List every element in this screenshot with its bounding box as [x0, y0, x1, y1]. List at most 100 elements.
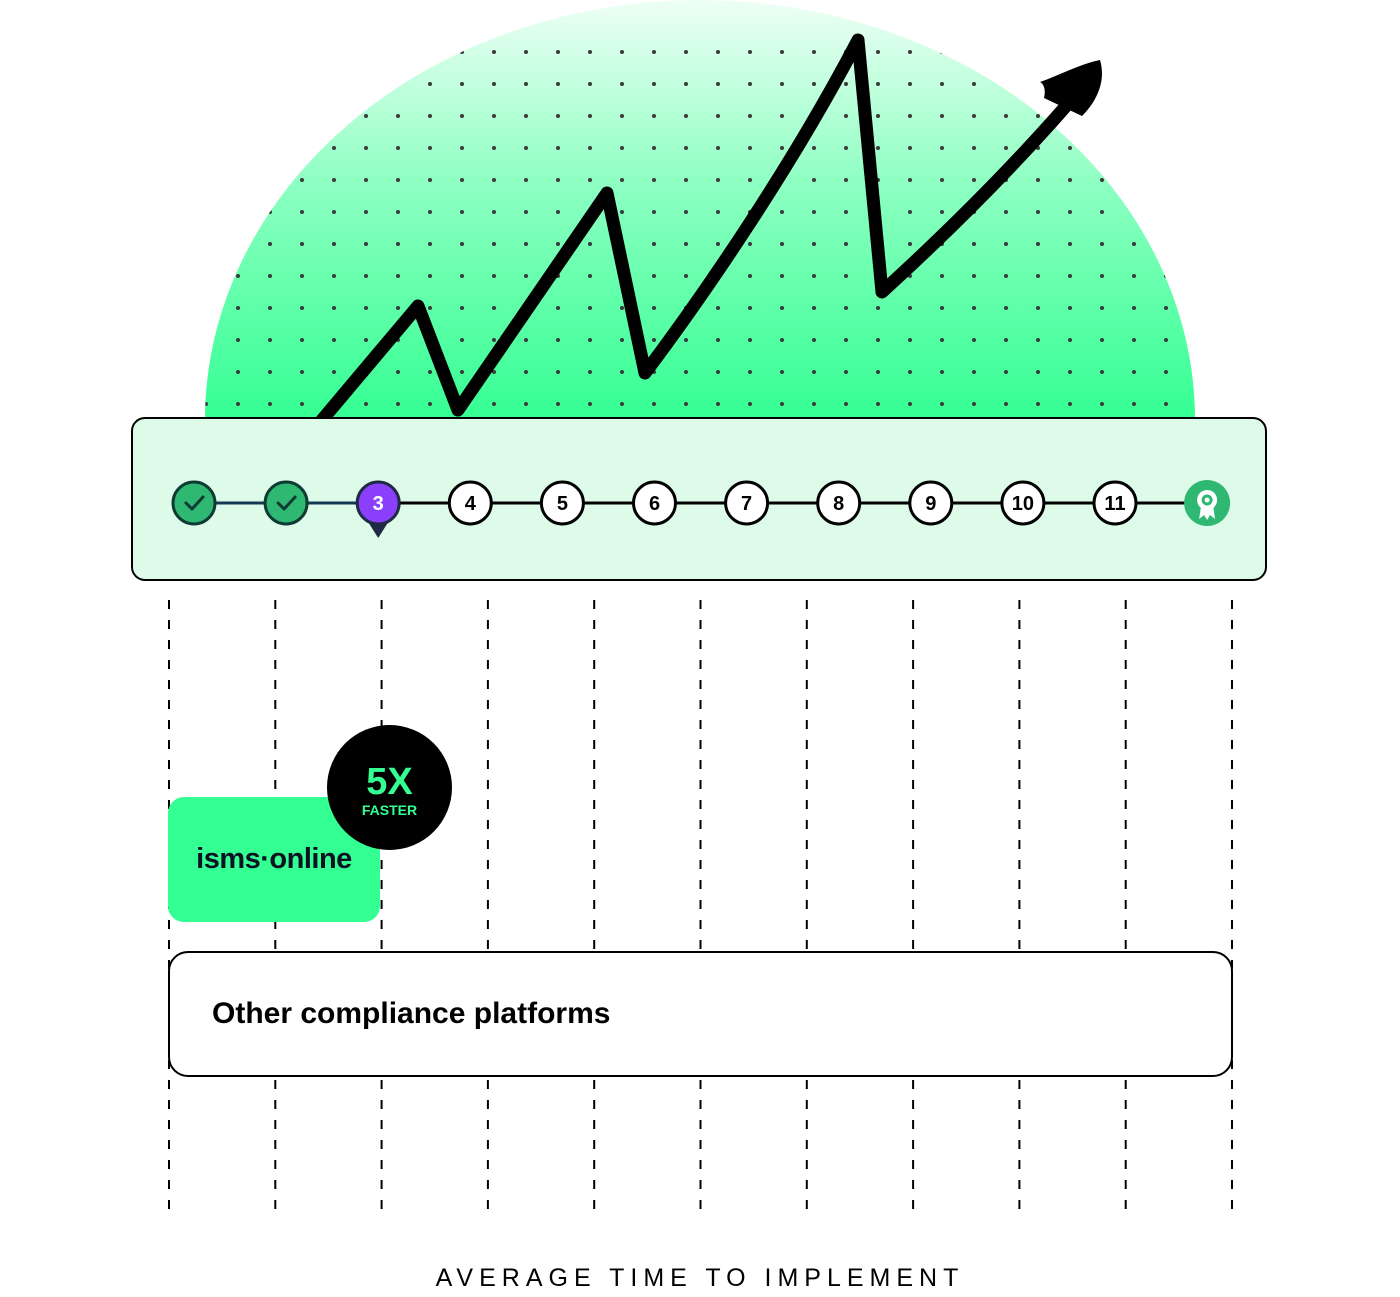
- grid-dot: [428, 146, 432, 150]
- grid-dot: [556, 306, 560, 310]
- grid-dot: [1036, 50, 1040, 54]
- grid-dot: [716, 178, 720, 182]
- grid-dot: [205, 370, 208, 374]
- grid-dot: [1004, 242, 1008, 246]
- grid-dot: [588, 242, 592, 246]
- grid-dot: [1004, 210, 1008, 214]
- grid-dot: [492, 242, 496, 246]
- grid-dot: [1100, 50, 1104, 54]
- grid-dot: [972, 306, 976, 310]
- grid-dot: [396, 370, 400, 374]
- grid-dot: [205, 178, 208, 182]
- grid-dot: [972, 242, 976, 246]
- grid-dot: [716, 306, 720, 310]
- grid-dot: [1068, 402, 1072, 406]
- grid-dot: [908, 402, 912, 406]
- grid-dot: [364, 274, 368, 278]
- step-circle: [171, 480, 217, 526]
- grid-dot: [460, 370, 464, 374]
- grid-dot: [812, 242, 816, 246]
- step-label: 5: [557, 493, 568, 515]
- grid-dot: [1036, 114, 1040, 118]
- grid-dot: [940, 82, 944, 86]
- grid-dot: [332, 338, 336, 342]
- grid-dot: [300, 338, 304, 342]
- grid-dot: [1068, 146, 1072, 150]
- grid-dot: [492, 50, 496, 54]
- grid-dot: [844, 178, 848, 182]
- grid-dot: [492, 178, 496, 182]
- grid-dot: [940, 146, 944, 150]
- grid-dot: [300, 178, 304, 182]
- grid-dot: [652, 114, 656, 118]
- grid-dot: [492, 402, 496, 406]
- grid-dot: [780, 274, 784, 278]
- grid-dot: [812, 210, 816, 214]
- grid-dot: [1132, 274, 1136, 278]
- grid-dot: [524, 402, 528, 406]
- grid-dot: [620, 146, 624, 150]
- grid-dot: [972, 178, 976, 182]
- grid-dot: [556, 82, 560, 86]
- grid-dot: [396, 146, 400, 150]
- step-11: 11: [1092, 480, 1138, 526]
- grid-dot: [684, 402, 688, 406]
- grid-dot: [908, 114, 912, 118]
- grid-dot: [780, 402, 784, 406]
- step-circle: [816, 480, 862, 526]
- grid-dot: [236, 306, 240, 310]
- grid-dot: [236, 242, 240, 246]
- grid-dot: [428, 274, 432, 278]
- grid-dot: [1068, 50, 1072, 54]
- step-circle: [724, 480, 770, 526]
- grid-dot: [652, 306, 656, 310]
- grid-dot: [205, 114, 208, 118]
- grid-dot: [236, 402, 240, 406]
- grid-dot: [844, 242, 848, 246]
- grid-dot: [812, 274, 816, 278]
- grid-dot: [748, 82, 752, 86]
- grid-dot: [1164, 370, 1168, 374]
- grid-dot: [972, 338, 976, 342]
- grid-dot: [556, 242, 560, 246]
- grid-dot: [588, 82, 592, 86]
- grid-dot: [588, 50, 592, 54]
- grid-dot: [1036, 306, 1040, 310]
- grid-dot: [492, 82, 496, 86]
- grid-dot: [1132, 178, 1136, 182]
- grid-dot: [972, 146, 976, 150]
- grid-dot: [396, 82, 400, 86]
- grid-dot: [460, 114, 464, 118]
- check-icon: [276, 495, 297, 511]
- grid-dot: [396, 178, 400, 182]
- grid-dot: [1068, 178, 1072, 182]
- grid-dot: [1004, 402, 1008, 406]
- grid-dot: [460, 50, 464, 54]
- grid-dot: [364, 82, 368, 86]
- grid-dot: [1036, 178, 1040, 182]
- grid-dot: [844, 210, 848, 214]
- step-8: 8: [816, 480, 862, 526]
- grid-dot: [1036, 402, 1040, 406]
- grid-dot: [460, 82, 464, 86]
- grid-dot: [428, 242, 432, 246]
- grid-dot: [364, 242, 368, 246]
- grid-dot: [1004, 50, 1008, 54]
- grid-dot: [716, 210, 720, 214]
- grid-dot: [428, 178, 432, 182]
- grid-dot: [524, 210, 528, 214]
- grid-dot: [812, 402, 816, 406]
- grid-dot: [684, 338, 688, 342]
- grid-dot: [460, 338, 464, 342]
- other-platforms-label: Other compliance platforms: [212, 997, 611, 1030]
- grid-dot: [844, 370, 848, 374]
- step-circle: [447, 480, 493, 526]
- grid-dot: [588, 306, 592, 310]
- grid-dot: [844, 306, 848, 310]
- grid-dot: [1132, 114, 1136, 118]
- grid-dot: [460, 178, 464, 182]
- step-circle: [355, 480, 401, 526]
- grid-dot: [780, 114, 784, 118]
- grid-dot: [748, 178, 752, 182]
